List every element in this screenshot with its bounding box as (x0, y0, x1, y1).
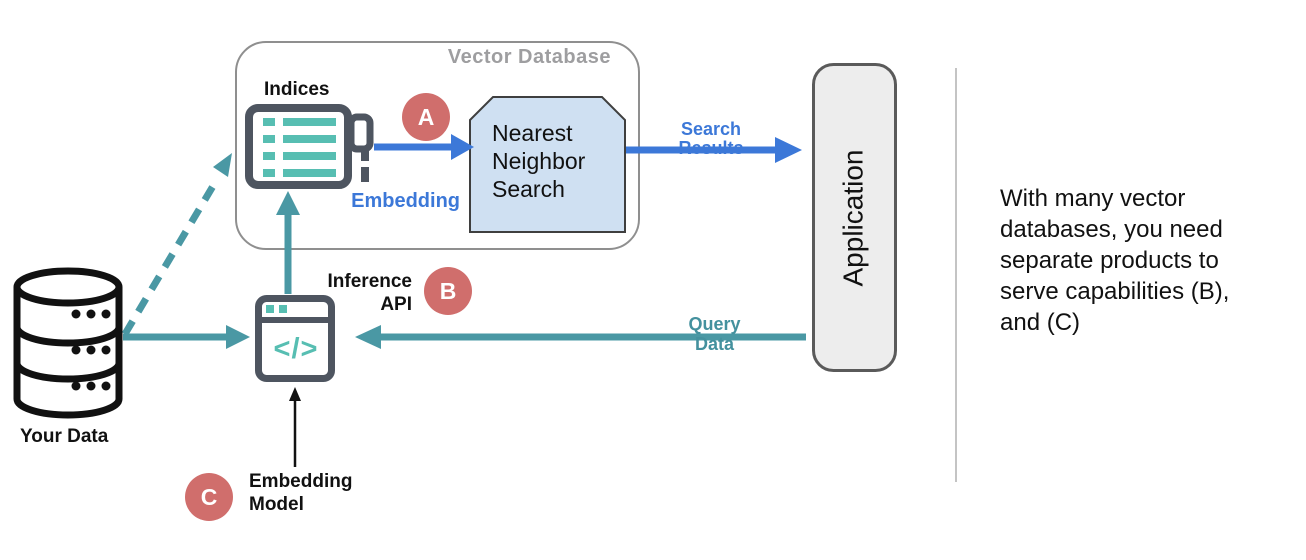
code-icon: </> (273, 332, 319, 365)
database-icon (13, 267, 123, 419)
nearest-neighbor-search-label: Nearest Neighbor Search (492, 120, 586, 202)
inference-api-icon (255, 295, 335, 382)
inference-to-indices-arrow (276, 191, 300, 294)
your-data-to-inference-arrow (123, 325, 250, 349)
search-results-arrow (626, 137, 802, 163)
badge-b: B (424, 267, 472, 315)
query-data-arrow-label: Query Data (688, 314, 741, 354)
application-label-wrapper: Application (810, 63, 897, 372)
embedding-arrow (374, 134, 474, 160)
embedding-model-arrow (289, 387, 301, 467)
embedding-model-label: Embedding Model (249, 471, 353, 515)
badge-c: C (185, 473, 233, 521)
search-results-arrow-label: Search Results (678, 119, 744, 158)
nearest-neighbor-search-box (469, 96, 626, 233)
inference-api-label: Inference API (327, 271, 412, 315)
query-data-arrow (355, 325, 806, 349)
indices-icon (245, 104, 374, 189)
application-label: Application (837, 149, 869, 286)
your-data-label: Your Data (20, 426, 109, 447)
embedding-arrow-label: Embedding (351, 190, 460, 212)
vector-database-label: Vector Database (447, 46, 611, 68)
your-data-to-indices-dashed-arrow (121, 153, 232, 336)
badge-a: A (402, 93, 450, 141)
application-box (812, 63, 897, 372)
side-note-text: With many vector databases, you need sep… (1000, 185, 1230, 336)
indices-label: Indices (264, 79, 330, 100)
